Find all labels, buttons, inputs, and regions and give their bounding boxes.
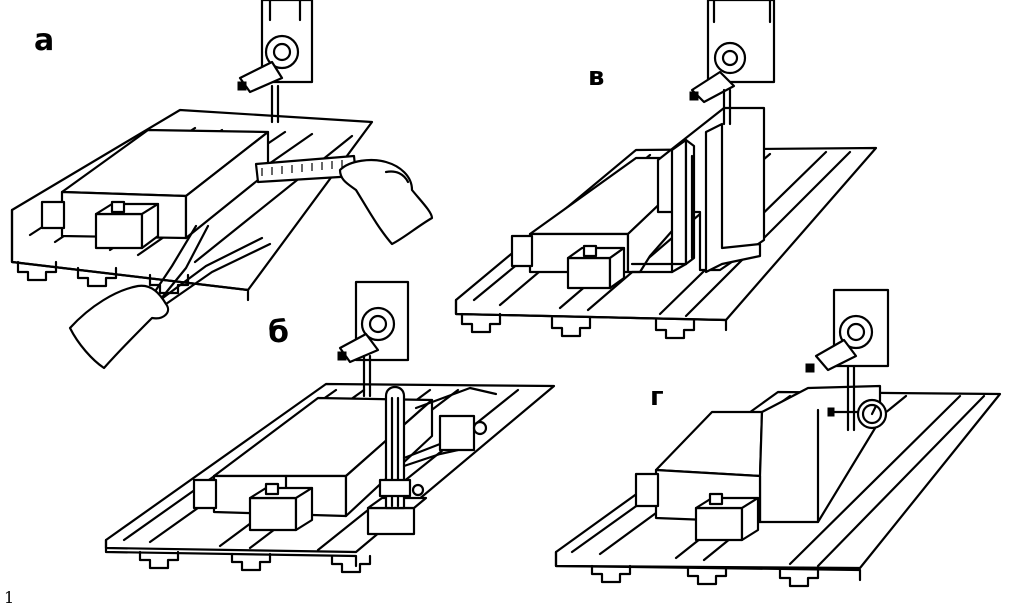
clamp-g bbox=[694, 492, 760, 542]
clamp-b bbox=[248, 482, 314, 532]
hand-right-a bbox=[338, 159, 434, 246]
calipers-a bbox=[150, 224, 272, 306]
panel-b-illustration bbox=[104, 280, 556, 574]
spindle-head-g bbox=[805, 288, 890, 373]
surface-gauge-b bbox=[366, 385, 498, 536]
panel-g-illustration bbox=[554, 288, 1002, 588]
spindle-head-b bbox=[337, 280, 410, 398]
clamp-v bbox=[566, 244, 626, 290]
angle-plate-v bbox=[630, 122, 762, 274]
page-number: 1 bbox=[4, 588, 15, 607]
panel-label-b: б bbox=[268, 315, 289, 350]
hand-left-a bbox=[68, 284, 170, 370]
panel-label-v: в bbox=[588, 62, 605, 92]
panel-label-a: а bbox=[34, 23, 55, 58]
clamp-a bbox=[94, 200, 160, 250]
dial-indicator-g bbox=[827, 358, 888, 432]
panel-a-illustration bbox=[10, 0, 434, 370]
spindle-head-a bbox=[237, 0, 314, 124]
panel-label-g: г bbox=[650, 382, 664, 412]
panel-v-illustration bbox=[454, 0, 878, 340]
spindle-head-v bbox=[689, 0, 776, 126]
